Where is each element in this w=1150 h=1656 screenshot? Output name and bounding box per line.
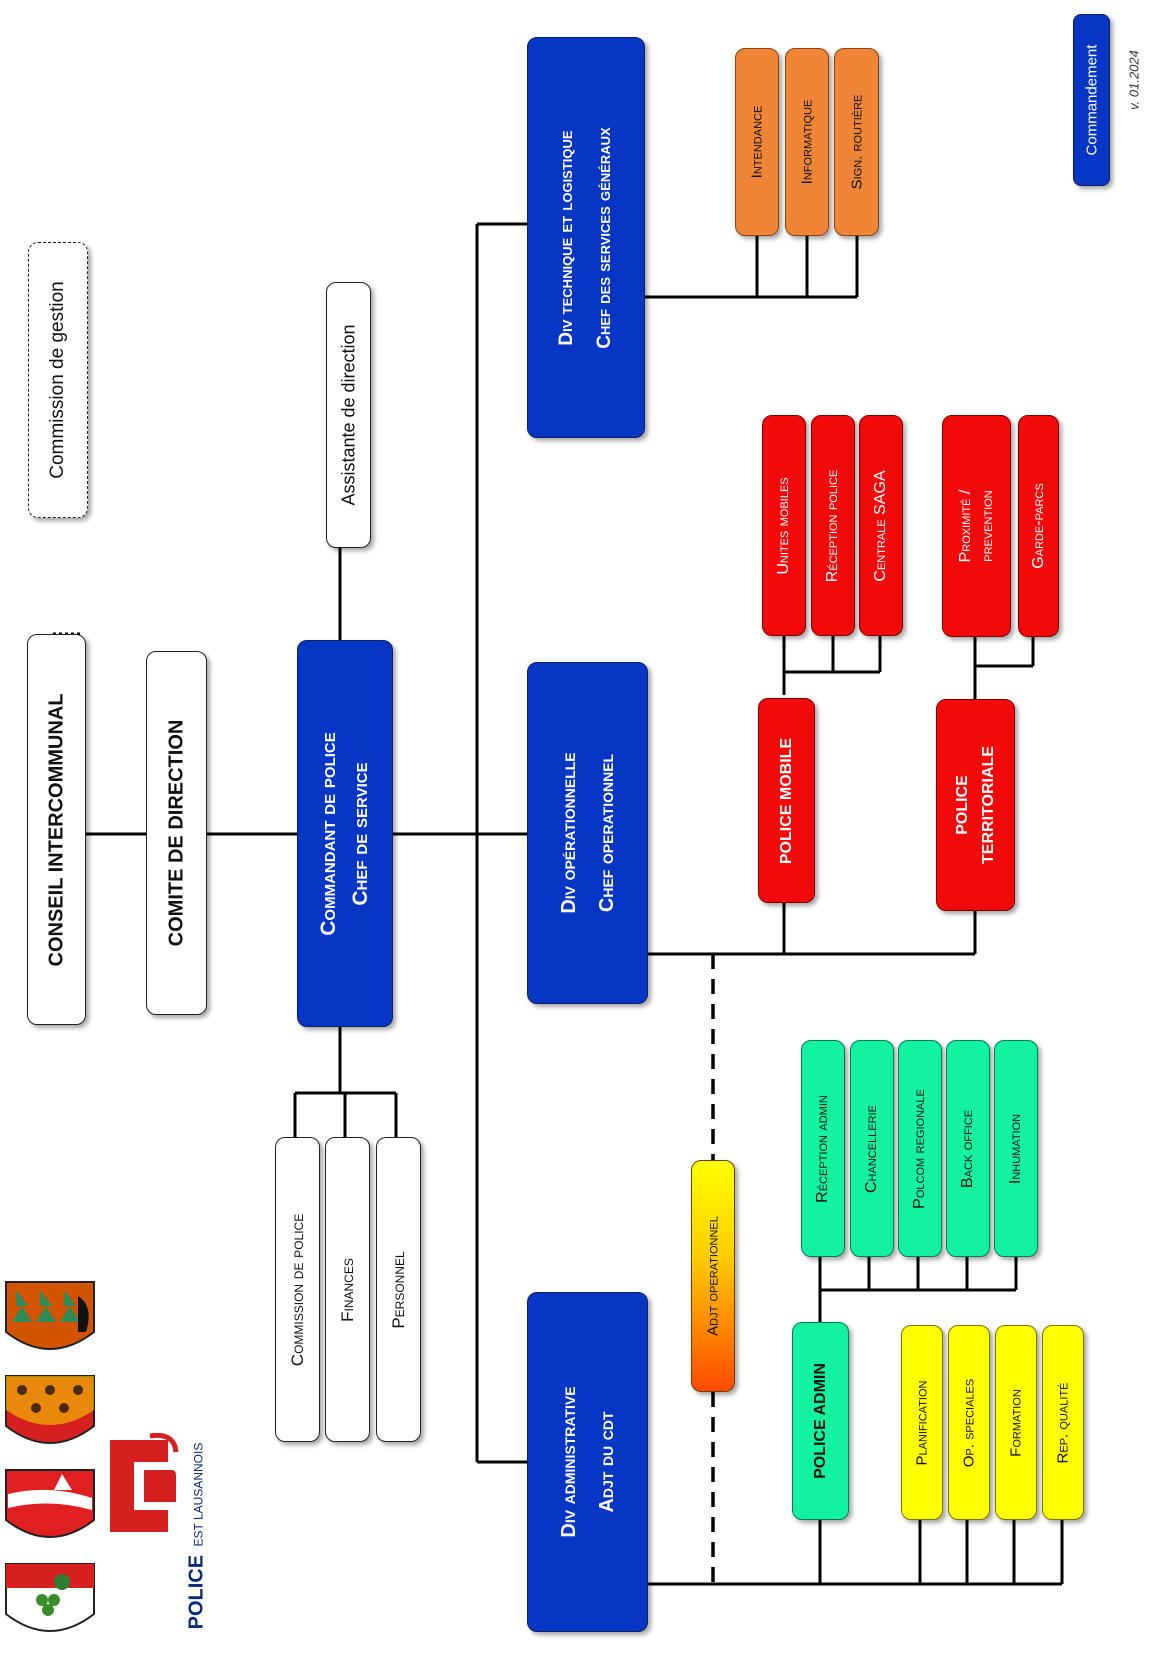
unit-back-office: Back office <box>946 1040 990 1257</box>
unit-label: Polcom regionale <box>911 1088 928 1209</box>
commandant-box: Commandant de police Chef de service <box>297 640 393 1027</box>
commission-gestion-box: Commission de gestion <box>28 242 88 518</box>
staff-label: Finances <box>337 1257 357 1322</box>
crest-grapes-icon <box>5 1563 95 1632</box>
conseil-intercommunal-box: CONSEIL INTERCOMMUNAL <box>27 634 86 1025</box>
police-est-lausannois-logo-icon <box>110 1432 179 1532</box>
unit-chancellerie: Chancellerie <box>850 1040 894 1257</box>
unit-label: Inhumation <box>1007 1113 1024 1184</box>
div-administrative-box: Div administrative Adjt du cdt <box>527 1292 648 1632</box>
unit-label: Réception admin <box>814 1094 831 1203</box>
unit-label: Unites mobiles <box>775 476 792 575</box>
unit-inhumation: Inhumation <box>994 1040 1038 1257</box>
unit-planification: Planification <box>901 1325 943 1520</box>
crest-trees-icon <box>5 1281 95 1350</box>
comite-direction-box: COMITE DE DIRECTION <box>146 651 207 1015</box>
commission-gestion-label: Commission de gestion <box>47 281 68 479</box>
police-admin-box: POLICE ADMIN <box>792 1322 849 1520</box>
unit-label: Sign. routière <box>848 94 865 190</box>
unit-sign-routiere: Sign. routière <box>834 48 879 236</box>
municipal-crests-logo <box>5 1281 95 1632</box>
unit-rep-qualite: Rep. qualité <box>1042 1325 1084 1520</box>
police-territoriale-label-2: TERRITORIALE <box>979 746 997 864</box>
div-operationnelle-subtitle: Chef operationnel <box>595 753 618 913</box>
brand-sub-label: EST LAUSANNOIS <box>191 1442 206 1547</box>
div-technique-title: Div technique et logistique <box>556 129 577 346</box>
legend-label: Commandement <box>1083 44 1100 156</box>
legend-commandement: Commandement <box>1073 14 1110 186</box>
conseil-intercommunal-label: CONSEIL INTERCOMMUNAL <box>45 693 67 966</box>
div-administrative-subtitle: Adjt du cdt <box>595 1411 618 1513</box>
crest-band-icon <box>5 1469 95 1538</box>
unit-label: Chancellerie <box>863 1104 880 1193</box>
police-admin-label: POLICE ADMIN <box>811 1363 829 1479</box>
police-territoriale-box: POLICE TERRITORIALE <box>936 699 1015 911</box>
unit-garde-parcs: Garde-parcs <box>1018 415 1059 637</box>
div-technique-box: Div technique et logistique Chef des ser… <box>527 37 645 438</box>
unit-reception-police: Réception police <box>811 415 855 636</box>
brand-wordmark: POLICE EST LAUSANNOIS <box>180 1420 214 1652</box>
unit-polcom-regionale: Polcom regionale <box>898 1040 942 1257</box>
unit-reception-admin: Réception admin <box>801 1040 845 1257</box>
unit-op-speciales: Op. speciales <box>948 1325 990 1520</box>
staff-label: Personnel <box>388 1250 408 1329</box>
unit-proximite-prevention: Proximité / prevention <box>942 415 1011 637</box>
unit-label: Garde-parcs <box>1029 483 1047 569</box>
comite-direction-label: COMITE DE DIRECTION <box>165 719 187 947</box>
adjt-operationnel-box: Adjt operationnel <box>691 1160 735 1392</box>
commandant-subtitle: Chef de service <box>349 761 372 906</box>
div-operationnelle-title: Div opérationnelle <box>557 752 580 914</box>
unit-label: Informatique <box>798 99 816 185</box>
staff-box-commission-police: Commission de police <box>275 1137 320 1442</box>
unit-label-2: prevention <box>978 490 996 562</box>
unit-label: Intendance <box>748 105 766 179</box>
unit-label: Back office <box>959 1109 976 1188</box>
div-administrative-title: Div administrative <box>557 1386 580 1538</box>
brand-police-label: POLICE <box>185 1554 208 1630</box>
police-territoriale-label: POLICE <box>953 775 971 835</box>
unit-label: Formation <box>1007 1388 1025 1457</box>
unit-label: Planification <box>913 1380 931 1465</box>
staff-box-personnel: Personnel <box>376 1137 421 1442</box>
assistante-box: Assistante de direction <box>326 282 371 548</box>
unit-label: Op. speciales <box>960 1378 978 1467</box>
adjt-operationnel-label: Adjt operationnel <box>704 1216 722 1336</box>
div-operationnelle-box: Div opérationnelle Chef operationnel <box>527 662 648 1004</box>
div-technique-subtitle: Chef des services généraux <box>594 126 615 349</box>
unit-unites-mobiles: Unites mobiles <box>762 415 806 636</box>
unit-label: Rep. qualité <box>1054 1382 1072 1463</box>
unit-intendance: Intendance <box>735 48 779 236</box>
police-mobile-label: POLICE MOBILE <box>777 737 795 864</box>
unit-centrale-saga: Centrale SAGA <box>859 415 903 636</box>
unit-label: Réception police <box>824 469 841 582</box>
assistante-label: Assistante de direction <box>338 324 358 506</box>
police-mobile-box: POLICE MOBILE <box>758 698 815 903</box>
unit-label: Centrale SAGA <box>872 469 889 582</box>
unit-informatique: Informatique <box>785 48 829 236</box>
staff-box-finances: Finances <box>325 1137 370 1442</box>
unit-label: Proximité / <box>956 489 974 563</box>
crest-bees-icon <box>5 1375 95 1444</box>
commandant-title: Commandant de police <box>317 731 340 936</box>
version-label: v. 01.2024 <box>1126 50 1142 110</box>
unit-formation: Formation <box>995 1325 1037 1520</box>
staff-label: Commission de police <box>287 1213 307 1366</box>
